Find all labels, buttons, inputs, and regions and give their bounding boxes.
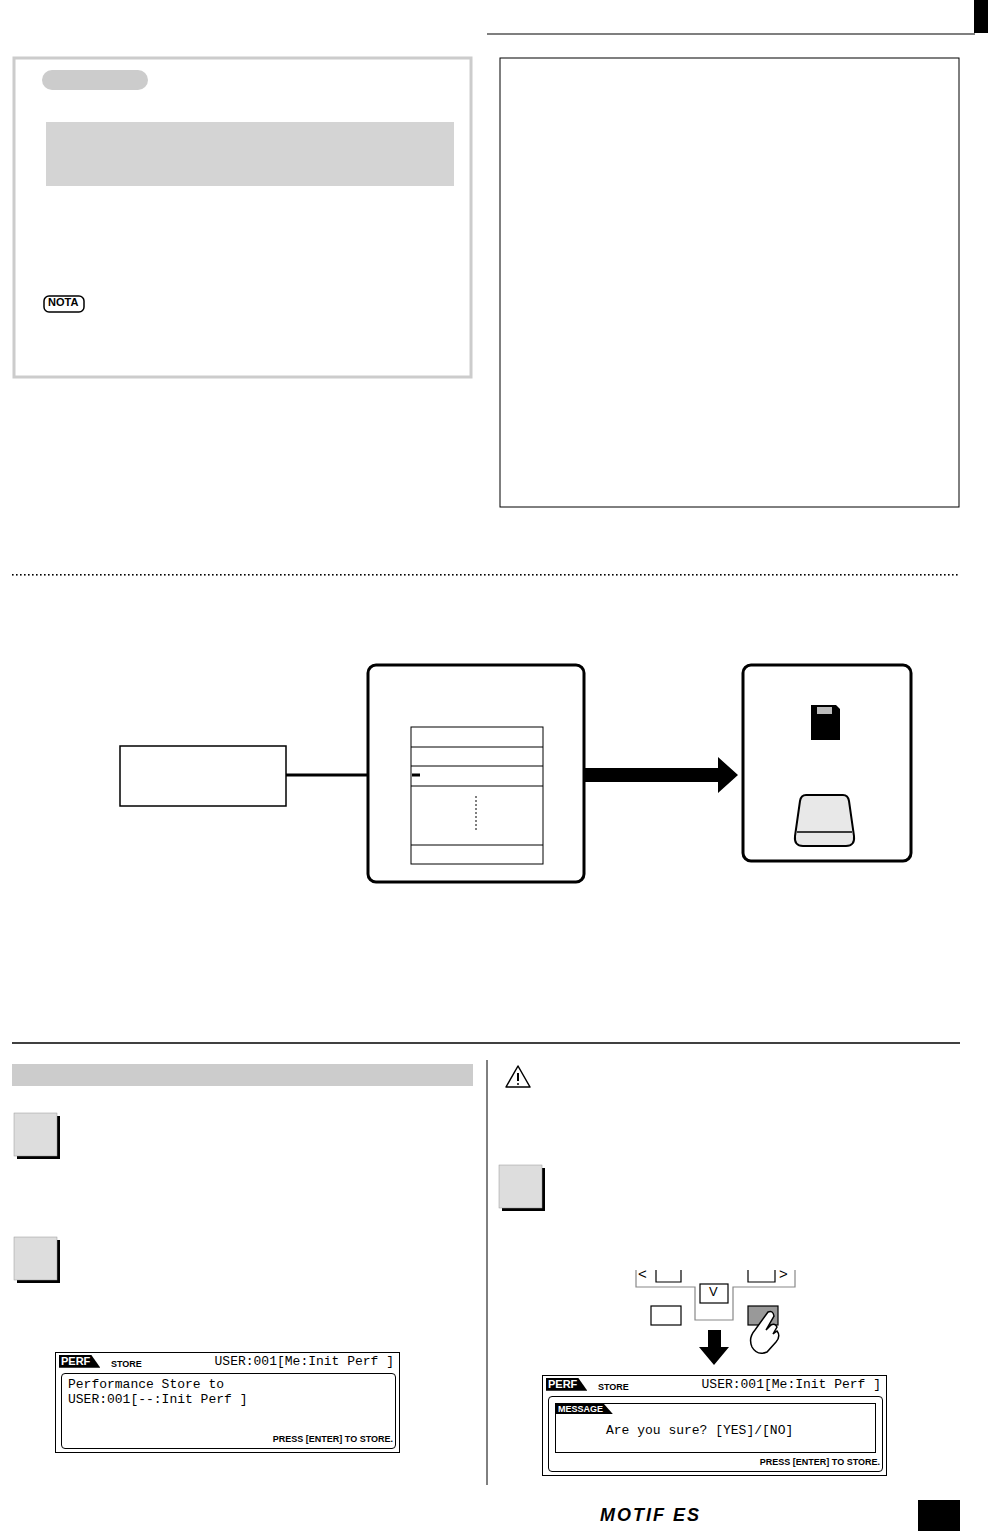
confirm-message: Are you sure? [YES]/[NO] xyxy=(606,1424,793,1439)
lcd-screen: PERF STORE USER:001[Me:Init Perf ] PRESS [E… xyxy=(542,1375,887,1476)
warning-icon xyxy=(506,1066,530,1087)
cursor-right-label: > xyxy=(779,1266,788,1283)
prompt-text: PRESS [ENTER] TO STORE. xyxy=(760,1457,880,1467)
heading-pill xyxy=(42,70,148,90)
step-box xyxy=(14,1113,60,1159)
text-panel xyxy=(500,58,959,507)
info-panel xyxy=(14,58,471,377)
mode-tab: PERF xyxy=(59,1355,100,1368)
note-label: NOTA xyxy=(48,296,78,308)
chapter-tab xyxy=(974,0,988,33)
header-rule xyxy=(487,33,975,34)
edit-buffer-box xyxy=(120,746,286,806)
prompt-text: PRESS [ENTER] TO STORE. xyxy=(273,1434,393,1444)
page-number-box xyxy=(918,1500,960,1531)
down-arrow xyxy=(699,1330,729,1365)
save-arrow xyxy=(584,757,738,793)
step-box xyxy=(14,1237,60,1283)
mode-tab: PERF xyxy=(546,1378,587,1391)
current-program: USER:001[Me:Init Perf ] xyxy=(215,1355,394,1370)
column-rule xyxy=(487,1060,488,1485)
step-box xyxy=(499,1165,545,1211)
cursor-left-label: < xyxy=(638,1266,647,1283)
memory-card-icon xyxy=(811,705,840,740)
message-tab: MESSAGE xyxy=(556,1404,613,1414)
usb-drive-icon xyxy=(795,795,854,846)
memory-list xyxy=(411,727,543,864)
page-name: STORE xyxy=(598,1382,629,1392)
arrow-stub xyxy=(412,774,420,777)
storage-box xyxy=(743,665,911,861)
current-program: USER:001[Me:Init Perf ] xyxy=(702,1378,881,1393)
dotted-rule xyxy=(12,574,960,576)
procedure-bar xyxy=(12,1064,473,1086)
note-icon xyxy=(44,296,84,312)
pressing-hand-icon xyxy=(751,1312,779,1354)
dec-button-label: V xyxy=(709,1285,718,1299)
store-target: Performance Store to USER:001[--:Init Pe… xyxy=(68,1378,298,1408)
shaded-band xyxy=(46,122,454,186)
section-rule xyxy=(12,1042,960,1044)
memory-box xyxy=(368,665,584,882)
lcd-screen: PERF STORE USER:001[Me:Init Perf ] Performa… xyxy=(55,1352,400,1453)
product-logo: MOTIF ES xyxy=(600,1506,701,1526)
message-box: MESSAGE Are you sure? [YES]/[NO] xyxy=(555,1403,876,1453)
page-name: STORE xyxy=(111,1359,142,1369)
